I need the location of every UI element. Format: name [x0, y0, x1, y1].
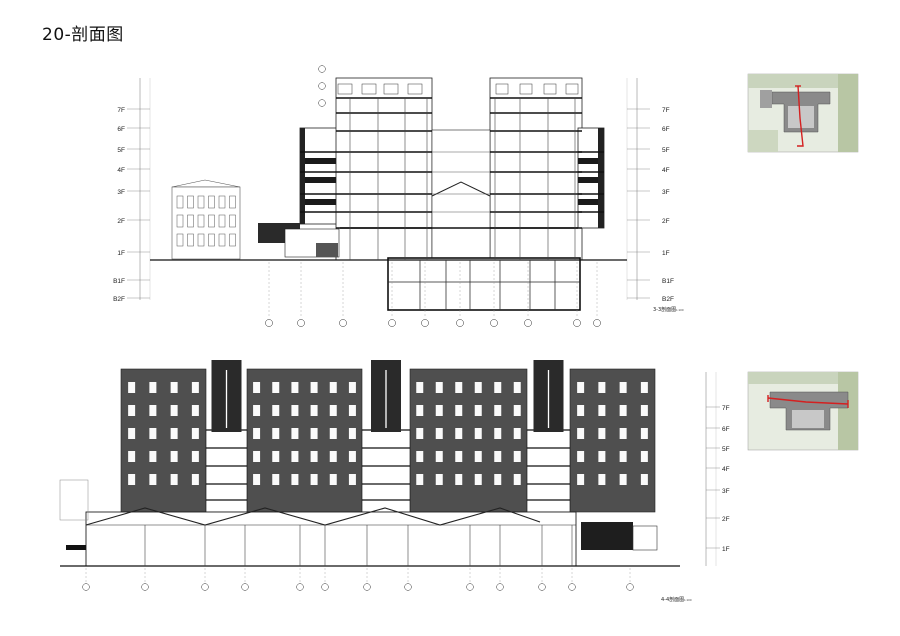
floor-level-label: 3F [662, 189, 670, 196]
floor-level-label: 3F [117, 189, 125, 196]
floor-level-label: 5F [722, 446, 730, 453]
grid-axes-4-4 [82, 568, 634, 591]
floor-level-label: 6F [662, 126, 670, 133]
floor-level-label: 5F [662, 147, 670, 154]
floor-level-label: B2F [113, 296, 125, 303]
floor-level-label: B1F [113, 278, 125, 285]
section-4-4: 7F 6F 5F 4F 3F 2F 1F 4-4剖面图 1:100 [59, 360, 730, 603]
floor-level-label: 2F [722, 516, 730, 523]
main-building-3-3 [150, 77, 627, 311]
section-4-4-caption: 4-4剖面图 [661, 596, 684, 603]
level-ruler-left: 7F 6F 5F 4F 3F 2F 1F B1F B2F [113, 107, 150, 303]
floor-level-label: 6F [117, 126, 125, 133]
section-3-3-caption: 3-3剖面图 [653, 306, 676, 313]
key-plan-3-3 [747, 73, 859, 153]
floor-level-label: 5F [117, 147, 125, 154]
floor-level-label: B1F [662, 278, 674, 285]
floor-level-label: 2F [662, 218, 670, 225]
floor-level-label: B2F [662, 296, 674, 303]
floor-level-label: 1F [722, 546, 730, 553]
floor-level-label: 1F [117, 250, 125, 257]
level-ruler-right: 7F 6F 5F 4F 3F 2F 1F B1F B2F [627, 107, 674, 303]
section-3-3-scale: 1:100 [676, 308, 684, 312]
floor-level-label: 6F [722, 426, 730, 433]
floor-level-label: 7F [662, 107, 670, 114]
section-4-4-scale: 1:100 [684, 598, 692, 602]
page-title: 20-剖面图 [42, 25, 124, 45]
floor-level-label: 4F [117, 167, 125, 174]
section-3-3: 7F 6F 5F 4F 3F 2F 1F B1F B2F 7F 6F 5F 4F 3F 2F 1F B1F B2… [113, 65, 684, 327]
floor-level-label: 4F [662, 167, 670, 174]
key-plan-4-4 [747, 371, 859, 451]
floor-level-label: 7F [722, 405, 730, 412]
floor-level-label: 4F [722, 466, 730, 473]
grid-axes-3-3 [265, 65, 601, 327]
level-ruler-right-4-4: 7F 6F 5F 4F 3F 2F 1F [706, 405, 730, 553]
facade-blocks [120, 360, 656, 513]
floor-level-label: 1F [662, 250, 670, 257]
floor-level-label: 3F [722, 488, 730, 495]
floor-level-label: 2F [117, 218, 125, 225]
background-building [171, 179, 241, 260]
floor-level-label: 7F [117, 107, 125, 114]
